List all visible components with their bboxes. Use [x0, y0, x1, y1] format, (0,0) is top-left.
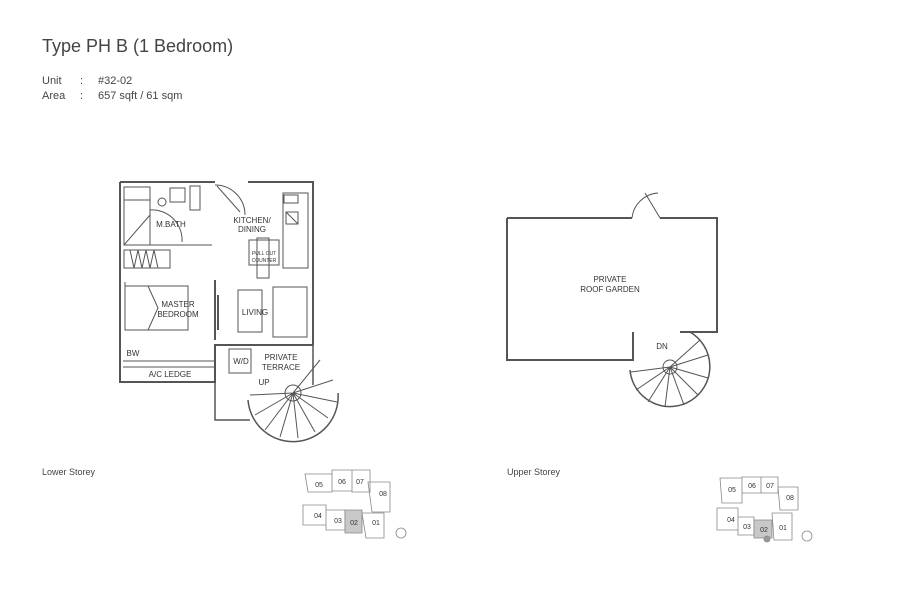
key-unit-05: 05 [315, 482, 323, 489]
room-master-bedroom: MASTER [161, 300, 195, 309]
room-master-bedroom-2: BEDROOM [157, 310, 199, 319]
key-unit-07: 07 [356, 479, 364, 486]
stair-dn: DN [656, 342, 668, 351]
room-wd: W/D [233, 357, 249, 366]
key-unit-04: 04 [314, 513, 322, 520]
room-terrace-2: TERRACE [262, 363, 300, 372]
room-kitchen-2: DINING [238, 225, 266, 234]
room-counter-2: COUNTER [252, 258, 277, 264]
key-unit-08: 08 [379, 491, 387, 498]
upper-room-labels: PRIVATE ROOF GARDEN DN [580, 275, 668, 351]
key-unit-04: 04 [727, 517, 735, 524]
key-unit-02: 02 [350, 520, 358, 527]
key-unit-06: 06 [748, 483, 756, 490]
lower-storey-plan [119, 181, 339, 443]
upper-key-plan: 05 06 07 08 04 03 02 01 [716, 476, 813, 543]
room-bw: BW [127, 349, 140, 358]
room-mbath: M.BATH [156, 220, 186, 229]
upper-storey-plan [506, 192, 718, 408]
unit-info: Unit: #32-02 Area: 657 sqft / 61 sqm [42, 74, 182, 104]
area-value: 657 sqft / 61 sqm [98, 90, 183, 102]
stair-up: UP [258, 378, 269, 387]
key-unit-06: 06 [338, 479, 346, 486]
room-roof-garden-2: ROOF GARDEN [580, 285, 640, 294]
room-ac-ledge: A/C LEDGE [149, 370, 192, 379]
room-roof-garden: PRIVATE [593, 275, 626, 284]
sep: : [80, 75, 84, 87]
key-unit-03: 03 [743, 524, 751, 531]
area-label: Area [42, 90, 66, 102]
room-counter: PULL OUT [252, 251, 276, 257]
key-unit-08: 08 [786, 495, 794, 502]
key-unit-02: 02 [760, 527, 768, 534]
unit-label: Unit [42, 75, 62, 87]
lower-storey-caption: Lower Storey [42, 467, 96, 477]
key-unit-03: 03 [334, 518, 342, 525]
key-unit-07: 07 [766, 483, 774, 490]
key-unit-05: 05 [728, 487, 736, 494]
key-unit-01: 01 [372, 520, 380, 527]
key-unit-01: 01 [779, 525, 787, 532]
room-living: LIVING [242, 308, 268, 317]
unit-value: #32-02 [98, 75, 133, 87]
upper-storey-caption: Upper Storey [507, 467, 561, 477]
page-title: Type PH B (1 Bedroom) [42, 36, 234, 56]
room-terrace: PRIVATE [264, 353, 297, 362]
lower-room-labels: M.BATH KITCHEN/ DINING PULL OUT COUNTER … [127, 216, 301, 387]
room-kitchen: KITCHEN/ [233, 216, 271, 225]
lower-key-plan: 05 06 07 08 04 03 02 01 [302, 469, 407, 539]
sep: : [80, 90, 84, 102]
